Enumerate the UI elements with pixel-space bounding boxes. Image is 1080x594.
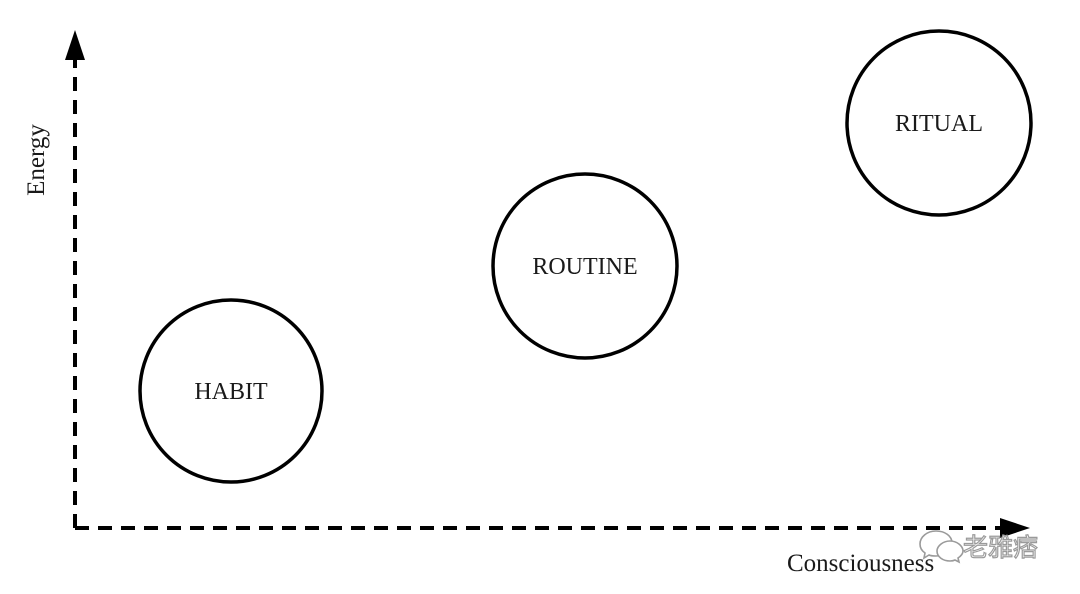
x-axis-label: Consciousness: [787, 550, 934, 577]
node-habit-label: HABIT: [194, 379, 268, 405]
node-ritual-label: RITUAL: [895, 111, 983, 137]
y-axis: [65, 30, 85, 528]
watermark-text: 老雅痞: [963, 533, 1038, 562]
x-axis-arrow-icon: [1000, 518, 1030, 538]
node-ritual: RITUAL: [845, 29, 1033, 217]
node-habit-circle: [138, 298, 324, 484]
node-routine-label: ROUTINE: [532, 254, 637, 280]
node-habit: HABIT: [138, 298, 324, 484]
node-ritual-circle: [845, 29, 1033, 217]
node-routine: ROUTINE: [491, 172, 679, 360]
node-routine-circle: [491, 172, 679, 360]
y-axis-arrow-icon: [65, 30, 85, 60]
wechat-icon: [919, 530, 964, 564]
watermark: 老雅痞: [919, 530, 1039, 564]
y-axis-label: Energy: [23, 124, 50, 196]
x-axis: [75, 518, 1030, 538]
